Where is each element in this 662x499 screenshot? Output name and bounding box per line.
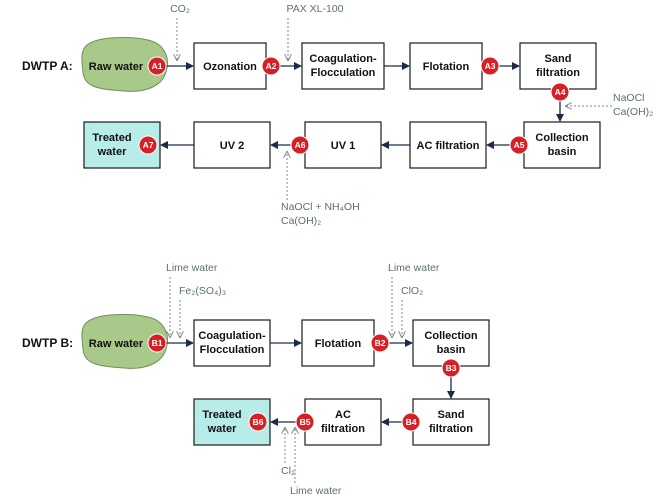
plant-a-sand-filtration-box (519, 42, 597, 90)
plant-a-ac-filtration-box (409, 121, 487, 169)
svg-text:B1: B1 (152, 338, 163, 348)
plant-a-uv1-label: UV 1 (331, 140, 355, 152)
plant-a-ac-filtration-label: AC filtration (417, 140, 480, 152)
plant-b-chem-fe: Fe₂(SO₄)₃ (179, 285, 226, 297)
sampling-point-a3: A3 (480, 56, 500, 76)
sampling-point-a7: A7 (138, 135, 158, 155)
plant-b-sand-label-2: filtration (429, 423, 473, 435)
plant-a-chem-caoh-a6: Ca(OH)₂ (281, 215, 321, 227)
plant-b-coagulation-label-2: Flocculation (200, 344, 265, 356)
plant-a-raw-water-label: Raw water (89, 61, 144, 73)
plant-a-ozonation-label: Ozonation (203, 61, 257, 73)
plant-a-coagulation-label-2: Flocculation (311, 67, 376, 79)
svg-text:A2: A2 (266, 61, 277, 71)
plant-a-sand-label-1: Sand (545, 53, 572, 65)
sampling-point-a6: A6 (290, 135, 310, 155)
svg-text:A7: A7 (143, 140, 154, 150)
plant-b-treated-label-2: water (207, 423, 237, 435)
plant-b-label: DWTP B: (22, 336, 73, 350)
sampling-point-b3: B3 (441, 358, 461, 378)
svg-text:A3: A3 (485, 61, 496, 71)
svg-text:B6: B6 (253, 417, 264, 427)
plant-a-treated-label-2: water (97, 146, 127, 158)
plant-b-chem-clo2: ClO₂ (401, 285, 423, 297)
plant-b-chem-lime-b1: Lime water (166, 262, 218, 274)
plant-b-raw-water-source (81, 314, 168, 369)
plant-b-chem-cl2: Cl₂ (281, 465, 295, 477)
plant-b-flotation-box (301, 319, 375, 367)
sampling-point-a2: A2 (261, 56, 281, 76)
plant-b-coagulation-box (193, 319, 271, 367)
svg-text:A6: A6 (295, 140, 306, 150)
plant-b-ac-label-2: filtration (321, 423, 365, 435)
plant-a-flotation-label: Flotation (423, 61, 470, 73)
plant-b-ac-filtration-box (304, 398, 382, 446)
sampling-point-b2: B2 (370, 333, 390, 353)
plant-a-collection-label-2: basin (548, 146, 577, 158)
plant-b-chem-lime-b5: Lime water (290, 485, 342, 497)
svg-text:A1: A1 (152, 61, 163, 71)
plant-a-chem-naocl-nh4oh: NaOCl + NH₄OH (281, 201, 360, 213)
plant-b-collection-label-2: basin (437, 344, 466, 356)
plant-a-treated-label-1: Treated (92, 132, 131, 144)
plant-b-ac-label-1: AC (335, 409, 351, 421)
sampling-point-b4: B4 (401, 412, 421, 432)
svg-text:B3: B3 (446, 363, 457, 373)
plant-a-chem-caoh-a4: Ca(OH)₂ (613, 106, 653, 118)
plant-a-collection-label-1: Collection (535, 132, 588, 144)
plant-b-chem-lime-b2: Lime water (388, 262, 440, 274)
plant-a-collection-basin-box (523, 121, 601, 169)
plant-a-uv1-box (304, 121, 382, 169)
plant-b-coagulation-label-1: Coagulation- (198, 330, 266, 342)
plant-a-chem-pax: PAX XL-100 (286, 3, 343, 15)
sampling-point-a4: A4 (550, 82, 570, 102)
plant-a-chem-naocl: NaOCl (613, 92, 645, 104)
svg-text:B5: B5 (300, 417, 311, 427)
plant-a-chem-co2: CO₂ (170, 3, 190, 15)
plant-b-sand-label-1: Sand (438, 409, 465, 421)
plant-b-collection-label-1: Collection (424, 330, 477, 342)
svg-text:A5: A5 (514, 140, 525, 150)
svg-text:A4: A4 (555, 87, 566, 97)
plant-b-collection-basin-box (412, 319, 490, 367)
plant-a-coagulation-box (301, 42, 385, 90)
plant-a-uv2-label: UV 2 (220, 140, 244, 152)
plant-a-flotation-box (409, 42, 483, 90)
plant-a-sand-label-2: filtration (536, 67, 580, 79)
plant-b-flotation-label: Flotation (315, 338, 362, 350)
plant-a-coagulation-label-1: Coagulation- (309, 53, 377, 65)
sampling-point-b6: B6 (248, 412, 268, 432)
plant-b-treated-label-1: Treated (202, 409, 241, 421)
plant-a-label: DWTP A: (22, 59, 73, 73)
plant-b-raw-water-label: Raw water (89, 338, 144, 350)
svg-text:B2: B2 (375, 338, 386, 348)
sampling-point-a5: A5 (509, 135, 529, 155)
sampling-point-a1: A1 (147, 56, 167, 76)
sampling-point-b5: B5 (295, 412, 315, 432)
svg-text:B4: B4 (406, 417, 417, 427)
plant-a-raw-water-source (81, 37, 168, 92)
sampling-point-b1: B1 (147, 333, 167, 353)
plant-b-sand-filtration-box (412, 398, 490, 446)
